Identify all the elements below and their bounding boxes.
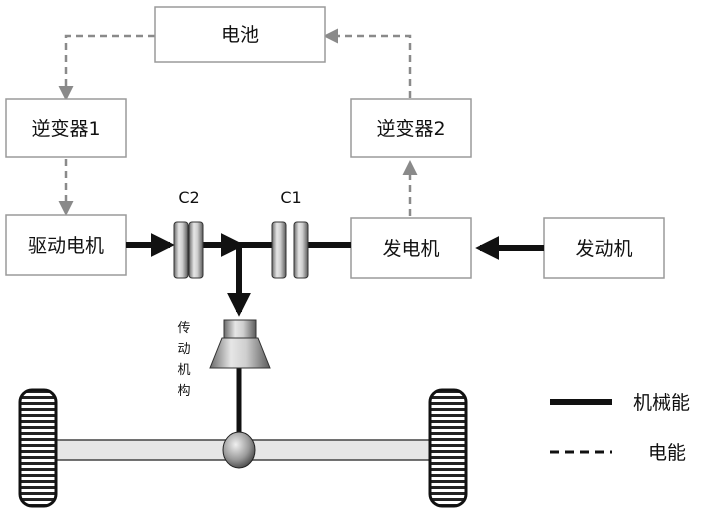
legend-item-electrical: 电能: [550, 442, 686, 464]
transmission-label-char-4: 构: [177, 384, 190, 399]
inverter2-box: 逆变器2: [350, 98, 472, 158]
legend-item-mechanical: 机械能: [550, 392, 690, 414]
inverter2-to-battery-line: [323, 28, 412, 98]
transmission-label-char-3: 机: [177, 363, 190, 378]
engine-label: 发动机: [575, 238, 632, 260]
drive-motor-box: 驱动电机: [5, 214, 127, 276]
drive-motor-label: 驱动电机: [28, 235, 104, 257]
left-wheel: [18, 388, 58, 508]
transmission-label-char-2: 动: [177, 342, 190, 357]
clutch-c2-label: C2: [178, 188, 199, 207]
legend: 机械能 电能: [550, 392, 690, 464]
mechanical-flow-lines: [126, 233, 544, 438]
battery-to-inverter1-line: [58, 34, 155, 101]
clutch-c1-label: C1: [280, 188, 301, 207]
axle-assembly: [18, 388, 468, 508]
differential-ball: [222, 431, 256, 469]
legend-mechanical-label: 机械能: [633, 392, 690, 414]
right-wheel: [428, 388, 468, 508]
transmission-label-char-1: 传: [177, 321, 190, 336]
inverter1-label: 逆变器1: [31, 118, 100, 140]
inverter1-box: 逆变器1: [5, 98, 127, 158]
clutch-c1: C1: [271, 188, 309, 279]
generator-label: 发电机: [382, 238, 439, 260]
transmission-mechanism: [209, 319, 271, 369]
battery-label: 电池: [221, 24, 259, 46]
electrical-flow-lines: [58, 28, 418, 216]
battery-box: 电池: [154, 6, 326, 63]
engine-box: 发动机: [543, 217, 665, 279]
generator-box: 发电机: [350, 217, 472, 279]
clutch-c2: C2: [173, 188, 204, 279]
legend-electrical-label: 电能: [648, 442, 686, 464]
transmission-label: 传 动 机 构: [177, 321, 190, 399]
inverter2-label: 逆变器2: [376, 118, 445, 140]
